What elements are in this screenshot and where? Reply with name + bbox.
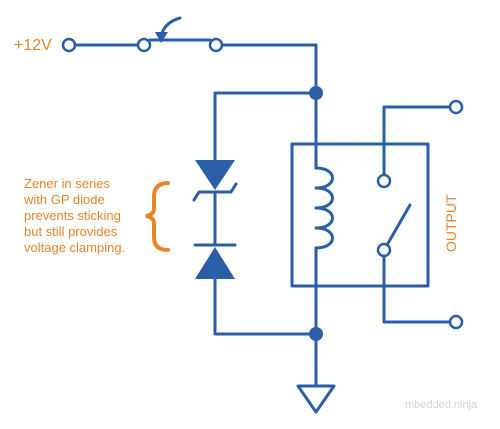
relay-contact-top bbox=[376, 173, 392, 189]
relay-contacts bbox=[376, 99, 464, 330]
switch-contact-left bbox=[136, 37, 152, 53]
gp-diode-icon bbox=[195, 247, 235, 279]
annotation-line: voltage clamping. bbox=[24, 240, 125, 255]
annotation-line: Zener in series bbox=[24, 176, 110, 191]
output-terminal-bottom bbox=[448, 314, 464, 330]
supply-label: +12V bbox=[14, 37, 52, 54]
zener-diode-icon bbox=[195, 160, 235, 190]
supply-switch bbox=[61, 16, 318, 95]
annotation-brace bbox=[145, 181, 170, 252]
output-top-wire bbox=[382, 105, 452, 177]
supply-terminal bbox=[61, 37, 77, 53]
switch-arrowhead-icon bbox=[155, 32, 168, 43]
switch-arc-arrow bbox=[160, 16, 182, 35]
gp-diode bbox=[193, 243, 237, 279]
ground-icon bbox=[296, 384, 336, 414]
output-bottom-wire bbox=[382, 254, 452, 324]
switch-contact-right bbox=[208, 37, 224, 53]
diode-bottom-wire bbox=[213, 277, 318, 336]
annotation-line: but still provides bbox=[24, 224, 118, 239]
relay-armature bbox=[385, 203, 412, 247]
watermark: mbedded.ninja bbox=[405, 399, 478, 411]
coil-icon bbox=[314, 166, 334, 250]
output-label: OUTPUT bbox=[443, 194, 459, 252]
diode-top-wire bbox=[213, 91, 318, 162]
switch-to-coil-wire bbox=[220, 43, 318, 95]
output-terminal-top bbox=[448, 99, 464, 115]
annotation-text: Zener in series with GP diode prevents s… bbox=[23, 176, 125, 255]
annotation-line: with GP diode bbox=[23, 192, 105, 207]
annotation-line: prevents sticking bbox=[24, 208, 121, 223]
relay-coil bbox=[314, 91, 334, 336]
relay-box bbox=[290, 142, 430, 288]
